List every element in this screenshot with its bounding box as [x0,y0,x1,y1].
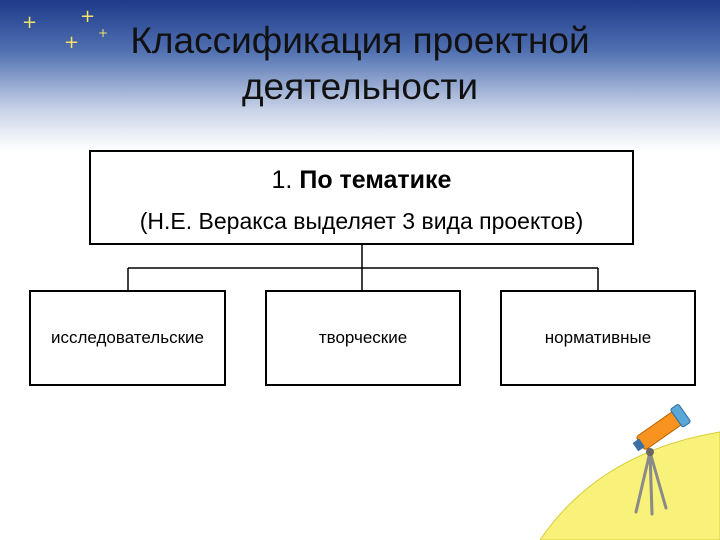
hill-shape [540,431,720,540]
star-icon: + [80,6,96,27]
child-label: нормативные [544,328,652,347]
child-node-research: исследовательские [29,290,226,386]
title-line-2: деятельности [241,66,479,107]
star-icon: + [22,12,38,33]
child-label: исследовательские [51,328,204,347]
root-node: 1. По тематике (Н.Е. Веракса выделяет 3 … [89,150,634,245]
root-heading: 1. По тематике [91,166,632,195]
root-heading-text: По тематике [299,166,452,194]
star-icon: + [98,26,109,40]
telescope-icon [540,404,720,540]
child-label: творческие [318,328,408,347]
child-node-creative: творческие [265,290,461,386]
root-number: 1. [271,166,293,194]
title-line-1: Классификация проектной [130,20,590,61]
star-icon: + [64,32,80,53]
slide-title: Классификация проектной деятельности [70,18,650,110]
root-subtitle: (Н.Е. Веракса выделяет 3 вида проектов) [139,208,584,234]
child-node-normative: нормативные [500,290,696,386]
